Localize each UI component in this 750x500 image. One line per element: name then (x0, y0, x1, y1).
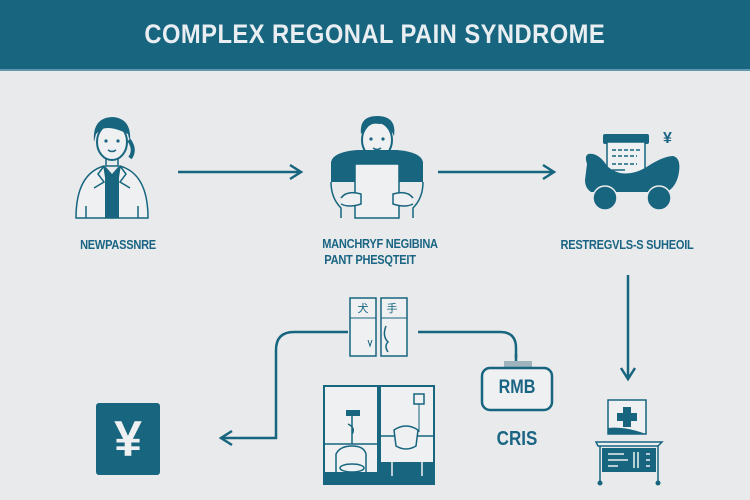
yen-icon: ¥ (96, 403, 160, 475)
connector-path (218, 330, 518, 447)
doctor-label: NEWPASSNRE (80, 237, 156, 252)
title-banner: COMPLEX REGONAL PAIN SYNDROME (0, 0, 750, 71)
rmb-label: CRIS (496, 428, 538, 450)
vehicle-label: RESTREGVLS-S SUHEOIL (560, 237, 694, 252)
svg-text:手: 手 (387, 301, 398, 315)
document-pages-icon: 犬 手 (349, 297, 408, 357)
rmb-box-icon (480, 361, 554, 412)
yen-symbol-small: ¥ (663, 130, 672, 147)
arrow-down-icon (619, 275, 637, 382)
doctor-icon (75, 117, 149, 219)
patient-label-line1: MANCHRYF NEGIBINA (322, 236, 438, 251)
arrow-right-icon (438, 163, 557, 181)
svg-text:犬: 犬 (358, 301, 369, 315)
arrow-right-icon (178, 163, 304, 181)
diagram-title: COMPLEX REGONAL PAIN SYNDROME (144, 19, 606, 49)
yen-symbol: ¥ (114, 411, 142, 467)
vehicle-with-receipt-icon (585, 134, 680, 211)
patient-label-line2: PANT PHESQTEIT (324, 252, 416, 267)
treatment-rooms-icon (323, 385, 435, 485)
medical-desk-icon (594, 399, 664, 486)
patient-with-document-icon (330, 116, 424, 219)
rmb-box-text: RMB (498, 377, 536, 398)
